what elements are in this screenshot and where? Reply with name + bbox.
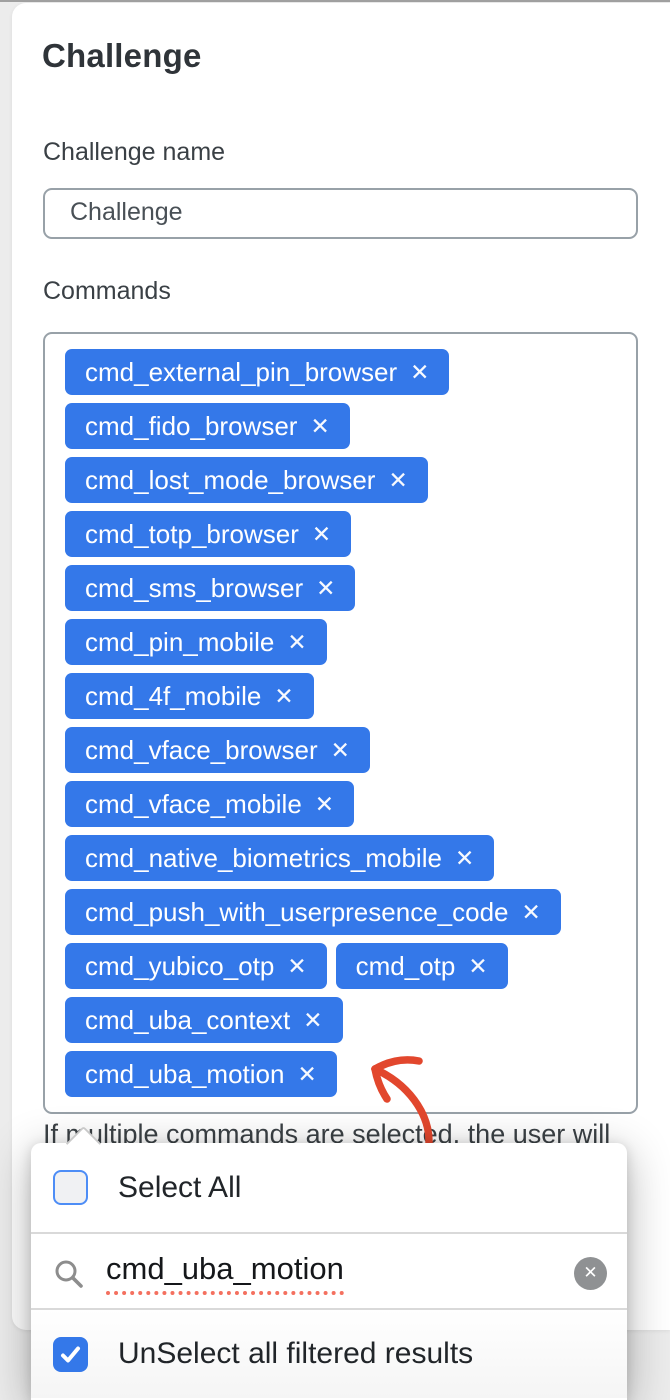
remove-tag-icon[interactable]: ✕ [314, 790, 335, 817]
tag-row: cmd_uba_motion ✕ [65, 1051, 616, 1097]
command-tag-label: cmd_pin_mobile [85, 626, 275, 657]
command-tag[interactable]: cmd_otp ✕ [335, 943, 508, 989]
command-tag[interactable]: cmd_yubico_otp ✕ [65, 943, 327, 989]
command-tag-label: cmd_vface_mobile [85, 788, 302, 819]
search-icon [55, 1260, 83, 1288]
command-tag-label: cmd_native_biometrics_mobile [85, 842, 442, 873]
command-tag[interactable]: cmd_external_pin_browser ✕ [65, 349, 450, 395]
commands-multiselect[interactable]: cmd_external_pin_browser✕cmd_fido_browse… [43, 332, 638, 1114]
tag-row: cmd_totp_browser ✕ [65, 511, 616, 557]
tag-row: cmd_yubico_otp ✕ cmd_otp ✕ [65, 943, 616, 989]
challenge-name-input[interactable] [43, 188, 638, 239]
remove-tag-icon[interactable]: ✕ [310, 412, 330, 439]
form-card: Challenge Challenge name Commands cmd_ex… [12, 3, 670, 1330]
commands-label: Commands [43, 277, 171, 305]
command-tag-label: cmd_uba_motion [85, 1058, 285, 1089]
commands-dropdown-panel: Select All cmd_uba_motion ✕ UnSelect all… [31, 1125, 627, 1400]
remove-tag-icon[interactable]: ✕ [521, 898, 541, 925]
remove-tag-icon[interactable]: ✕ [330, 736, 350, 763]
command-tag-label: cmd_lost_mode_browser [85, 464, 376, 495]
tag-row: cmd_fido_browser ✕ [65, 403, 616, 449]
command-tag[interactable]: cmd_sms_browser ✕ [65, 565, 356, 611]
remove-tag-icon[interactable]: ✕ [287, 952, 307, 979]
remove-tag-icon[interactable]: ✕ [274, 682, 294, 709]
search-row[interactable]: cmd_uba_motion ✕ [31, 1232, 627, 1308]
select-all-checkbox[interactable] [53, 1170, 88, 1205]
command-tag-label: cmd_push_with_userpresence_code [85, 896, 509, 927]
tag-row: cmd_uba_context ✕ [65, 997, 616, 1043]
command-tag-label: cmd_4f_mobile [85, 680, 262, 711]
command-tag-label: cmd_totp_browser [85, 518, 299, 549]
remove-tag-icon[interactable]: ✕ [454, 844, 475, 871]
command-tag[interactable]: cmd_fido_browser ✕ [65, 403, 350, 449]
command-tag[interactable]: cmd_vface_mobile ✕ [65, 781, 355, 827]
remove-tag-icon[interactable]: ✕ [287, 628, 307, 655]
unselect-filtered-label: UnSelect all filtered results [118, 1337, 474, 1370]
select-all-row[interactable]: Select All [31, 1143, 627, 1232]
command-tag[interactable]: cmd_uba_motion ✕ [65, 1051, 337, 1097]
command-tag-label: cmd_yubico_otp [85, 950, 275, 981]
command-tag[interactable]: cmd_uba_context ✕ [65, 997, 343, 1043]
command-tag[interactable]: cmd_pin_mobile ✕ [65, 619, 327, 665]
checkmark-icon [61, 1346, 80, 1362]
remove-tag-icon[interactable]: ✕ [297, 1060, 317, 1087]
command-tag[interactable]: cmd_totp_browser ✕ [65, 511, 352, 557]
tag-row: cmd_external_pin_browser ✕ [65, 349, 616, 395]
remove-tag-icon[interactable]: ✕ [410, 358, 430, 385]
unselect-filtered-checkbox[interactable] [53, 1336, 88, 1372]
command-tag-label: cmd_vface_browser [85, 734, 318, 765]
tag-row: cmd_vface_browser ✕ [65, 727, 616, 773]
tag-row: cmd_native_biometrics_mobile ✕ [65, 835, 616, 881]
challenge-name-label: Challenge name [43, 138, 226, 166]
command-tag-label: cmd_sms_browser [85, 572, 304, 603]
command-tag-label: cmd_external_pin_browser [85, 356, 398, 387]
remove-tag-icon[interactable]: ✕ [468, 952, 488, 979]
remove-tag-icon[interactable]: ✕ [388, 466, 408, 493]
command-tag-label: cmd_fido_browser [85, 410, 298, 441]
remove-tag-icon[interactable]: ✕ [316, 574, 336, 601]
command-tag[interactable]: cmd_native_biometrics_mobile ✕ [65, 835, 495, 881]
command-tag[interactable]: cmd_lost_mode_browser ✕ [65, 457, 428, 503]
tag-row: cmd_pin_mobile ✕ [65, 619, 616, 665]
tag-row: cmd_sms_browser ✕ [65, 565, 616, 611]
remove-tag-icon[interactable]: ✕ [303, 1006, 323, 1033]
command-tag[interactable]: cmd_4f_mobile ✕ [65, 673, 314, 719]
top-edge-divider [0, 0, 670, 2]
command-tag-label: cmd_otp [355, 950, 456, 981]
command-tag[interactable]: cmd_push_with_userpresence_code ✕ [65, 889, 561, 935]
select-all-label: Select All [118, 1170, 242, 1204]
tag-row: cmd_4f_mobile ✕ [65, 673, 616, 719]
unselect-filtered-row[interactable]: UnSelect all filtered results [31, 1308, 627, 1398]
tag-row: cmd_vface_mobile ✕ [65, 781, 616, 827]
command-tag[interactable]: cmd_vface_browser ✕ [65, 727, 370, 773]
remove-tag-icon[interactable]: ✕ [311, 520, 332, 547]
command-tag-label: cmd_uba_context [85, 1004, 291, 1035]
tag-row: cmd_lost_mode_browser ✕ [65, 457, 616, 503]
tag-row: cmd_push_with_userpresence_code ✕ [65, 889, 616, 935]
clear-search-icon[interactable]: ✕ [574, 1256, 607, 1290]
search-input[interactable]: cmd_uba_motion [106, 1251, 344, 1295]
page-title: Challenge [42, 37, 202, 74]
